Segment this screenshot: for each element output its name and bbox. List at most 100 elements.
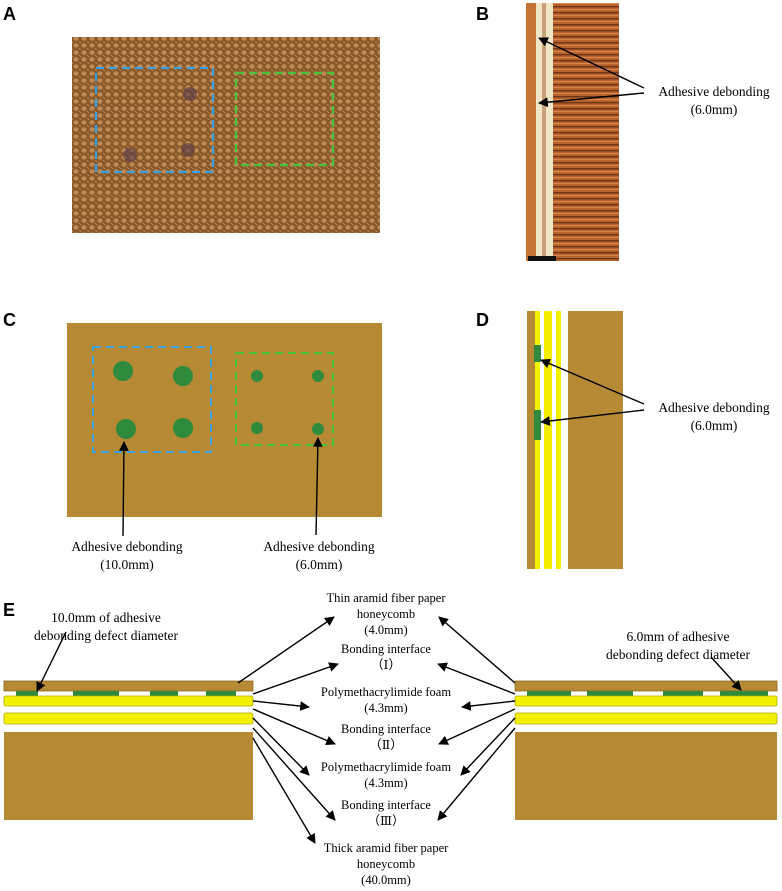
- label-c-right-line2: (6.0mm): [296, 557, 343, 572]
- thick-honeycomb-layer: [515, 732, 777, 820]
- label-d-line1: Adhesive debonding: [658, 400, 770, 415]
- panel-label-e: E: [3, 600, 15, 620]
- thick-honeycomb-layer: [4, 732, 253, 820]
- panel-c-schematic: [67, 323, 382, 517]
- foam-layer: [536, 3, 542, 261]
- foam-layer-2: [514, 712, 778, 725]
- foam-layer-2: [3, 712, 254, 725]
- foam-layer: [546, 3, 553, 261]
- thin-honeycomb-layer: [3, 680, 254, 692]
- label-c-left-line2: (10.0mm): [100, 557, 154, 572]
- defect-spot: [183, 87, 197, 101]
- left-note-line2: debonding defect diameter: [34, 628, 178, 643]
- defect-spot: [181, 143, 195, 157]
- arrow-c-left: [119, 441, 129, 537]
- arrow-d-lower: [540, 409, 645, 426]
- arrows-left: [237, 616, 339, 844]
- defect-10mm: [73, 691, 119, 696]
- right-note-line1: 6.0mm of adhesive: [626, 629, 729, 644]
- defect-10mm: [206, 691, 236, 696]
- thin-honeycomb-layer: [527, 311, 535, 569]
- layer-6-line2: （Ⅲ）: [367, 814, 404, 828]
- panel-e-left-stack: [3, 680, 254, 820]
- defect-6mm: [312, 370, 324, 382]
- defect-10mm: [150, 691, 178, 696]
- defect-spot: [123, 148, 137, 162]
- thin-honeycomb-layer: [514, 680, 778, 692]
- arrow-e-left-note: [36, 631, 67, 692]
- defect-6mm: [527, 691, 571, 696]
- arrow-left-layer-3: [252, 700, 310, 711]
- defect-6mm: [534, 345, 541, 362]
- arrow-right-layer-2: [437, 662, 516, 695]
- defect-6mm: [534, 410, 541, 440]
- photo-bottom-edge: [528, 256, 556, 261]
- foam-layer: [544, 311, 552, 569]
- layer-2-line2: （Ⅰ）: [371, 658, 401, 672]
- panel-d-schematic: [527, 311, 623, 569]
- arrow-d-upper: [540, 358, 645, 405]
- panel-b-photo: [526, 3, 619, 261]
- defect-10mm: [116, 419, 136, 439]
- arrows-right: [437, 616, 516, 821]
- arrow-left-layer-4: [252, 708, 336, 746]
- layer-3-line2: (4.3mm): [364, 701, 407, 715]
- gap: [540, 311, 544, 569]
- defect-6mm: [251, 370, 263, 382]
- panel-e-right-stack: [514, 680, 778, 820]
- gap: [552, 311, 556, 569]
- arrow-right-layer-6: [437, 727, 516, 821]
- arrow-c-right: [312, 437, 323, 536]
- blue-dashed-region: [94, 66, 215, 174]
- defect-10mm: [113, 361, 133, 381]
- layer-labels: Thin aramid fiber paper honeycomb (4.0mm…: [321, 591, 451, 887]
- bond-line: [542, 3, 546, 261]
- layer-2-line1: Bonding interface: [341, 642, 431, 656]
- layer-1-line1: Thin aramid fiber paper: [326, 591, 446, 605]
- arrow-right-layer-3: [461, 700, 516, 711]
- foam-layer-1: [514, 695, 778, 707]
- layer-5-line1: Polymethacrylimide foam: [321, 760, 451, 774]
- panel-a-photo: [72, 37, 380, 233]
- arrow-right-layer-4: [438, 708, 516, 745]
- skin-layer: [526, 3, 536, 261]
- layer-6-line1: Bonding interface: [341, 798, 431, 812]
- arrow-b-lower: [538, 92, 645, 108]
- honeycomb-photo: [72, 37, 380, 233]
- arrow-left-layer-7: [252, 737, 316, 844]
- green-dashed-region: [235, 352, 334, 446]
- arrow-b-upper: [538, 37, 645, 89]
- arrow-e-right-note: [710, 656, 742, 691]
- panel-label-c: C: [3, 310, 16, 330]
- green-dashed-region: [234, 71, 335, 167]
- layer-1-line3: (4.0mm): [364, 623, 407, 637]
- defect-10mm: [173, 418, 193, 438]
- defect-10mm: [16, 691, 38, 696]
- label-c-left-line1: Adhesive debonding: [71, 539, 183, 554]
- defect-6mm: [251, 422, 263, 434]
- defect-6mm: [587, 691, 633, 696]
- arrow-left-layer-5: [252, 717, 310, 776]
- thick-honeycomb-layer: [568, 311, 623, 569]
- panel-label-a: A: [3, 4, 16, 24]
- label-b-line1: Adhesive debonding: [658, 84, 770, 99]
- layer-7-line1: Thick aramid fiber paper: [324, 841, 449, 855]
- foam-layer-1: [3, 695, 254, 707]
- defect-10mm: [173, 366, 193, 386]
- blue-dashed-region: [92, 346, 212, 453]
- label-c-right-line1: Adhesive debonding: [263, 539, 375, 554]
- panel-label-b: B: [476, 4, 489, 24]
- arrow-left-layer-1: [237, 616, 335, 684]
- panel-label-d: D: [476, 310, 489, 330]
- layer-5-line2: (4.3mm): [364, 776, 407, 790]
- sandwich-plate: [67, 323, 382, 517]
- defect-6mm: [312, 423, 324, 435]
- layer-1-line2: honeycomb: [357, 607, 415, 621]
- honeycomb-tubes: [553, 3, 619, 261]
- arrow-right-layer-5: [460, 717, 516, 776]
- layer-4-line1: Bonding interface: [341, 722, 431, 736]
- layer-3-line1: Polymethacrylimide foam: [321, 685, 451, 699]
- arrow-left-layer-6: [252, 727, 336, 821]
- right-note-line2: debonding defect diameter: [606, 647, 750, 662]
